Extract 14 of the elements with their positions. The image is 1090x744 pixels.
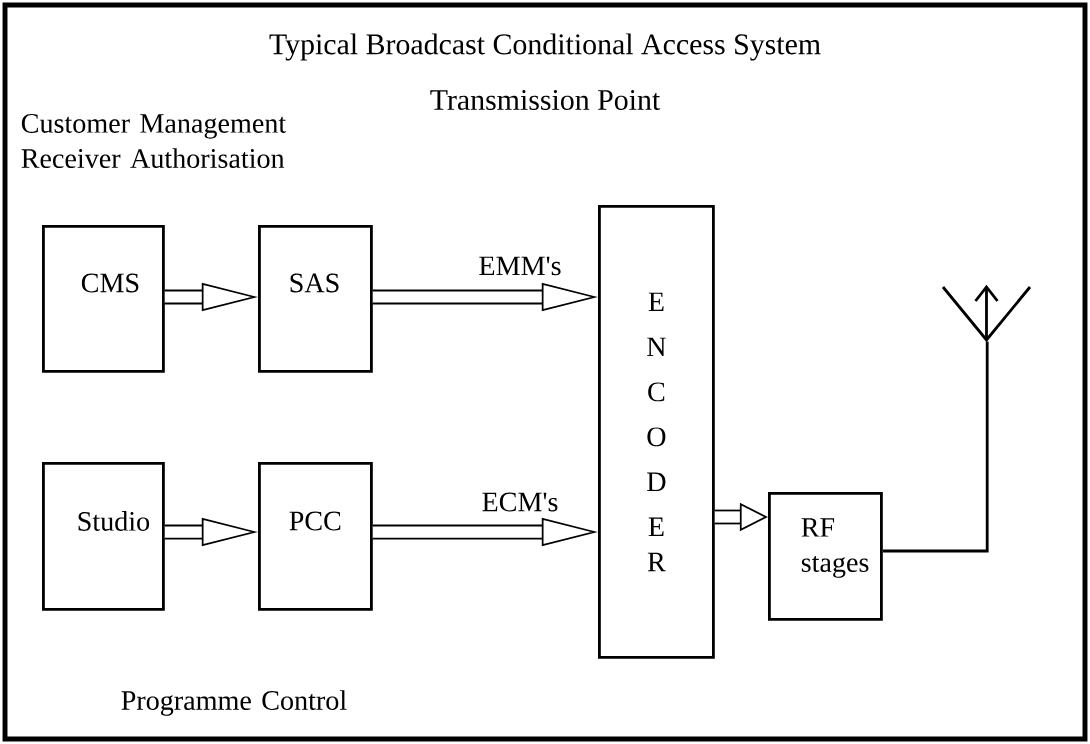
note: Programme Control [121, 690, 347, 716]
edge-label: EMM's [474, 253, 566, 279]
process-box: RF stages [768, 492, 883, 621]
antenna-drawing [941, 284, 1032, 343]
connector-line [882, 341, 989, 553]
edge-label: ECM's [478, 489, 562, 515]
encoder-box: ENCODER [598, 205, 715, 659]
process-box: Studio [42, 462, 165, 611]
process-box: PCC [258, 462, 373, 611]
process-box: CMS [42, 225, 165, 373]
process-box: SAS [258, 225, 373, 373]
subtitle: Transmission Point [430, 89, 661, 110]
note: Customer Management Receiver Authorisation [21, 113, 287, 168]
title: Typical Broadcast Conditional Access System [269, 33, 821, 61]
